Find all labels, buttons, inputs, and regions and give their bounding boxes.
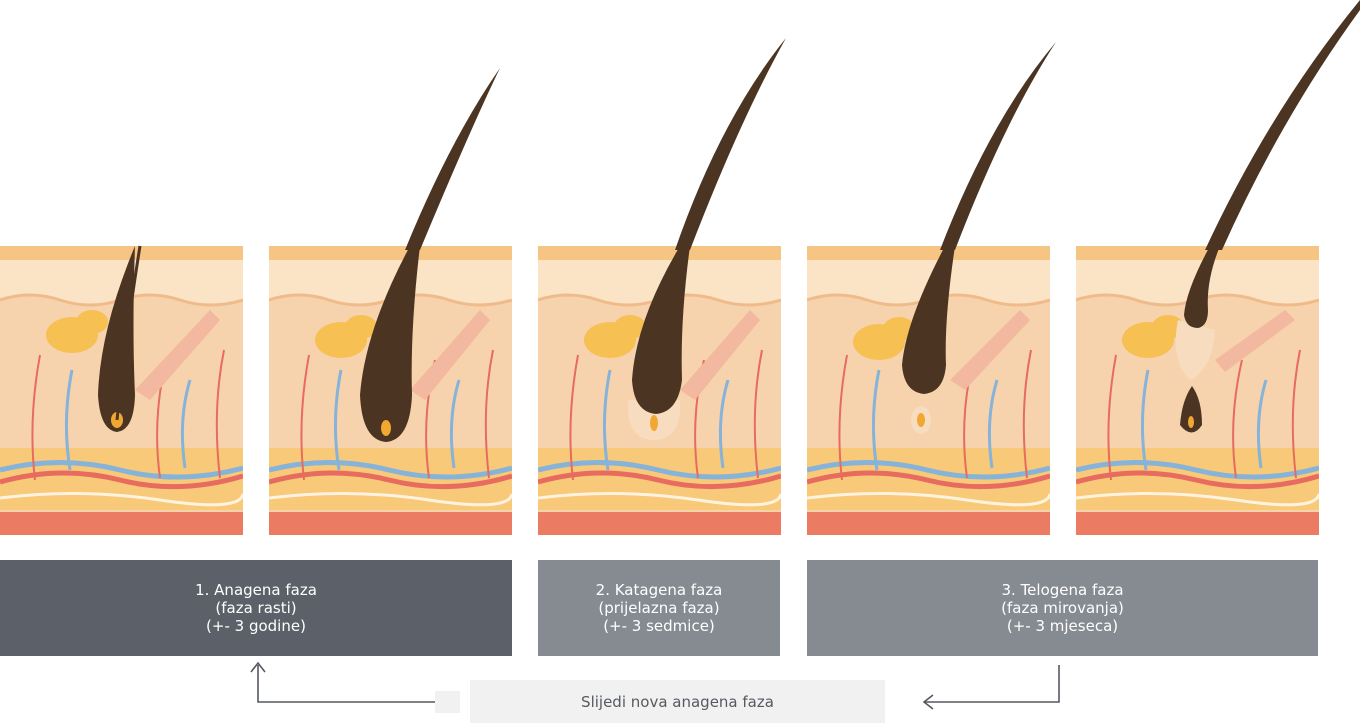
next-phase-box: Slijedi nova anagena faza [470, 680, 885, 723]
phase-duration-telogen: (+- 3 mjeseca) [1006, 617, 1119, 635]
phase-box-telogen: 3. Telogena faza (faza mirovanja) (+- 3 … [807, 560, 1318, 656]
phase-box-catagen: 2. Katagena faza (prijelazna faza) (+- 3… [538, 560, 780, 656]
skin-panel-3 [538, 246, 781, 535]
skin-panel-1 [0, 246, 243, 535]
phase-subtitle-catagen: (prijelazna faza) [598, 599, 720, 617]
phase-subtitle-anagen: (faza rasti) [215, 599, 297, 617]
phase-title-anagen: 1. Anagena faza [195, 581, 317, 599]
return-arrow-left [257, 665, 435, 703]
next-phase-stub [435, 691, 460, 713]
hair-shaft-4 [940, 42, 1056, 250]
hair-shaft-5 [1205, 0, 1360, 250]
skin-panel-2 [269, 246, 512, 535]
hair-bulb-2 [381, 420, 391, 436]
phase-duration-anagen: (+- 3 godine) [206, 617, 306, 635]
hair-shaft-1 [115, 245, 142, 421]
phase-duration-catagen: (+- 3 sedmice) [603, 617, 715, 635]
phase-title-catagen: 2. Katagena faza [595, 581, 723, 599]
new-hair-bulb-5 [1188, 416, 1194, 428]
return-arrow-right [925, 665, 1060, 703]
skin-panel-4 [807, 246, 1050, 535]
phase-title-telogen: 3. Telogena faza [1001, 581, 1124, 599]
hair-shaft-3 [675, 38, 786, 250]
skin-panel-5 [1076, 246, 1319, 535]
hair-bulb-3 [650, 415, 658, 431]
arrow-up-icon [250, 661, 266, 673]
hair-bulb-4 [917, 413, 925, 427]
phase-box-anagen: 1. Anagena faza (faza rasti) (+- 3 godin… [0, 560, 512, 656]
arrow-left-icon [922, 694, 934, 710]
phase-subtitle-telogen: (faza mirovanja) [1001, 599, 1124, 617]
next-phase-label: Slijedi nova anagena faza [581, 692, 774, 711]
hair-shaft-2 [405, 68, 500, 250]
